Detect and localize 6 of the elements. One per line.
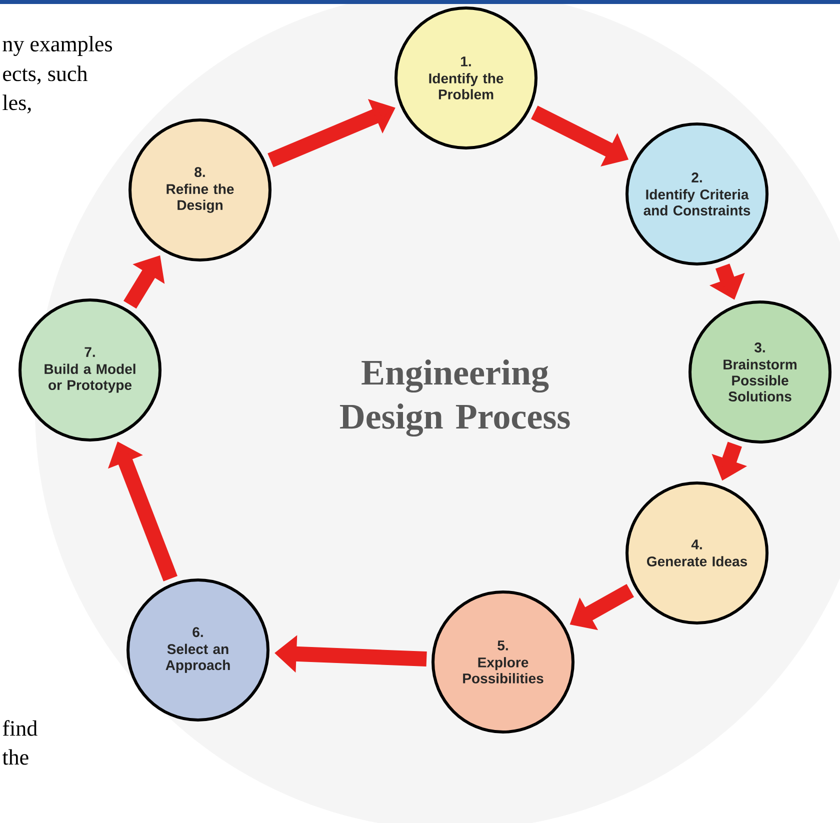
text-fragment: ects, such bbox=[3, 66, 88, 84]
text-fragment: find bbox=[2, 720, 38, 736]
text-fragment: les, bbox=[2, 94, 31, 114]
text-fragment: the bbox=[2, 749, 28, 765]
diagram-title: Engineering Design Process bbox=[340, 360, 570, 436]
text-fragment: ny examples bbox=[2, 36, 112, 56]
